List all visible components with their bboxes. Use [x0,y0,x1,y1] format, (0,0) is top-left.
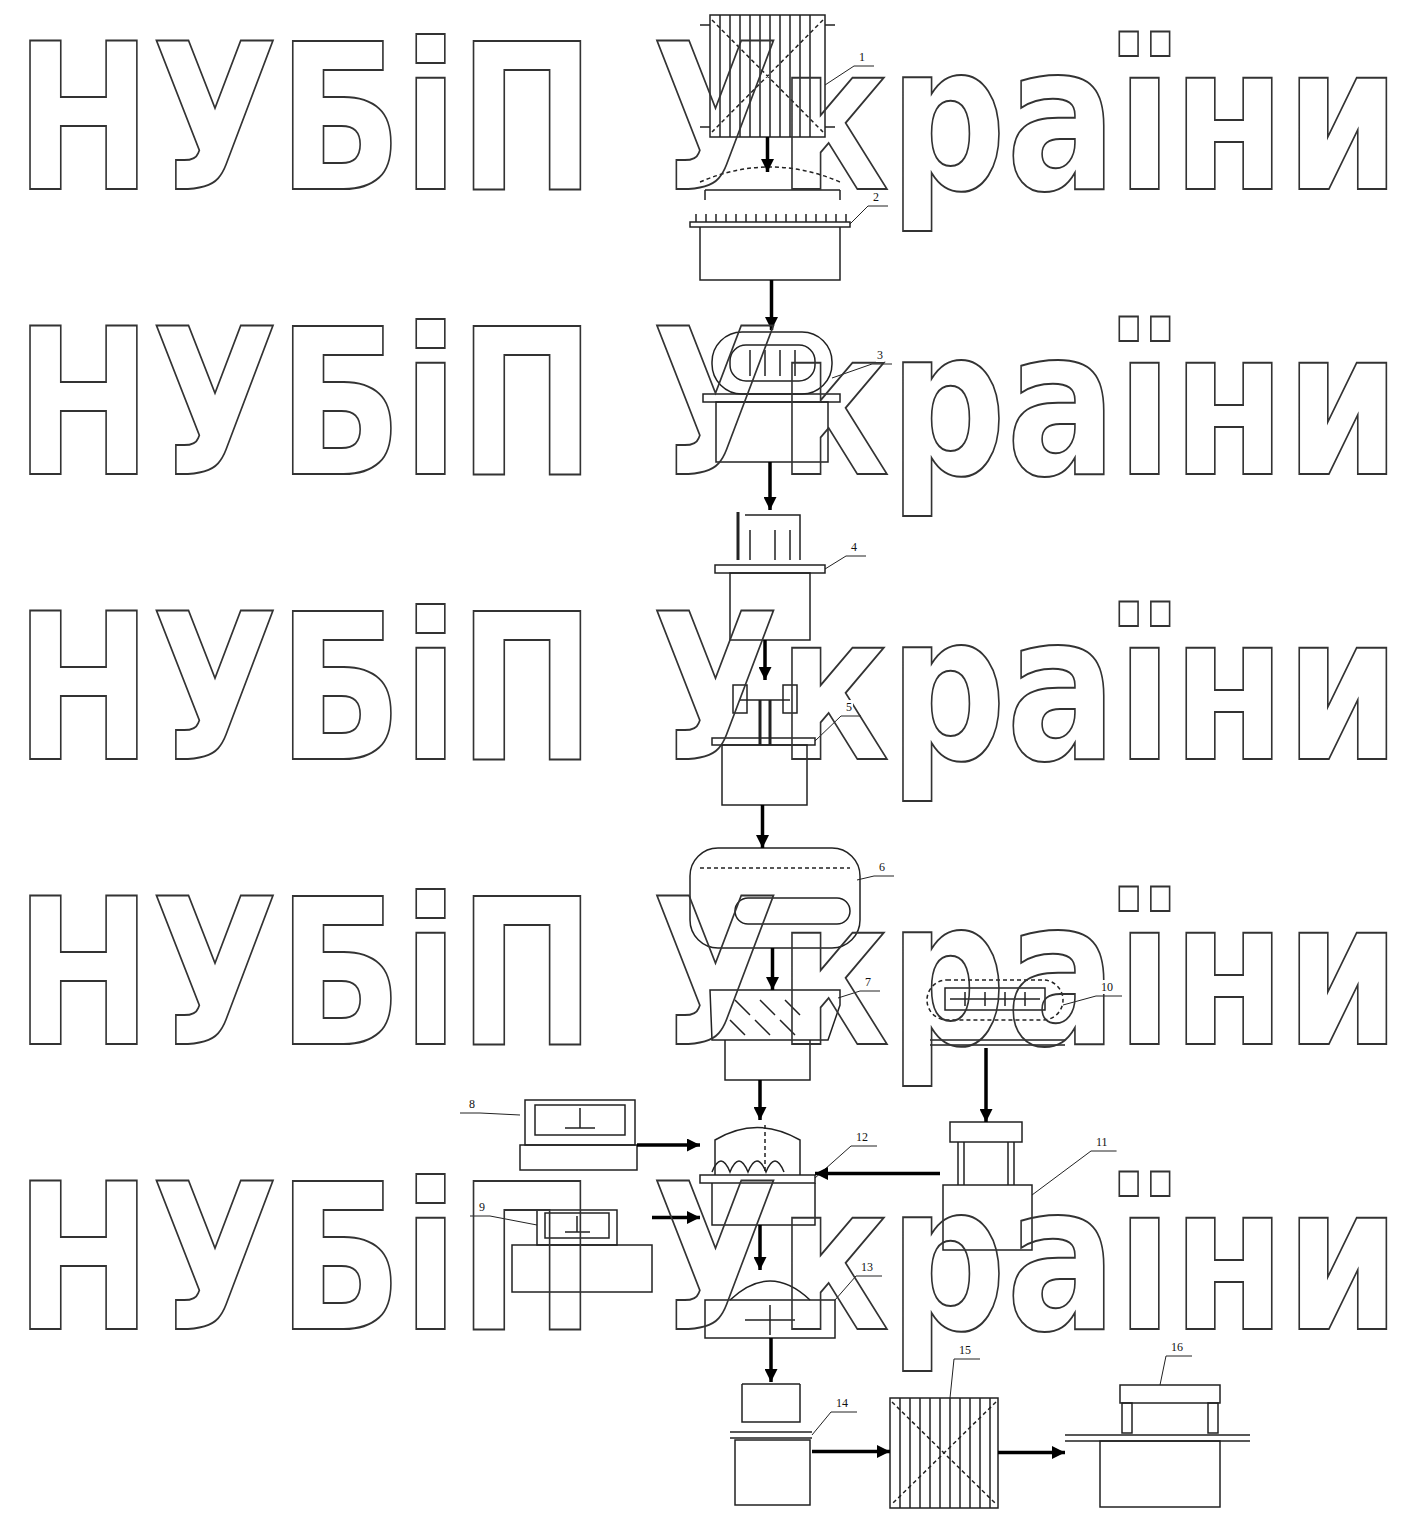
equipment-unit: 14 [730,1382,812,1505]
equipment-unit: 3 [703,330,840,462]
watermark: НУБіП України [15,588,1400,791]
equipment-unit: 7 [705,990,840,1080]
equipment-unit: 12 [700,1120,815,1225]
leader-line [825,556,866,569]
flow-arrow [758,1080,762,1120]
watermark: НУБіП України [15,1158,1400,1361]
callout-number: 12 [855,1130,869,1144]
watermark: НУБіП України [15,303,1400,506]
watermark: НУБіП України [15,18,1400,221]
callout-number: 16 [1170,1340,1184,1354]
equipment-unit: 9 [512,1210,652,1292]
callout-number: 5 [845,700,853,714]
callout-number: 15 [958,1343,972,1357]
callout-number: 11 [1095,1135,1109,1149]
callout-number: 8 [468,1097,476,1111]
callout-number: 6 [878,860,886,874]
equipment-unit: 13 [705,1270,835,1338]
equipment-unit: 6 [690,848,860,948]
equipment-unit: 16 [1065,1385,1250,1507]
equipment-unit: 15 [890,1398,998,1508]
callout-number: 10 [1100,980,1114,994]
equipment-unit: 5 [710,680,815,805]
callout-number: 14 [835,1396,849,1410]
callout-number: 4 [850,540,858,554]
callout-number: 7 [864,975,872,989]
equipment-unit: 1 [710,15,825,137]
equipment-unit: 10 [925,978,1065,1048]
flow-arrow [812,1450,890,1454]
callout-number: 2 [872,190,880,204]
leader-line [812,1412,857,1435]
equipment-unit: 11 [940,1122,1032,1250]
callout-number: 3 [876,348,884,362]
equipment-unit: 4 [715,510,825,640]
watermark: НУБіП України [15,873,1400,1076]
equipment-unit: 2 [690,172,850,280]
callout-number: 13 [860,1260,874,1274]
flow-arrow [998,1451,1065,1455]
callout-number: 9 [478,1200,486,1214]
callout-number: 1 [858,50,866,64]
flow-arrow [761,805,765,848]
leader-line [950,1359,980,1398]
flow-arrow [637,1143,700,1147]
leader-line [460,1113,520,1115]
equipment-unit: 8 [520,1100,637,1170]
